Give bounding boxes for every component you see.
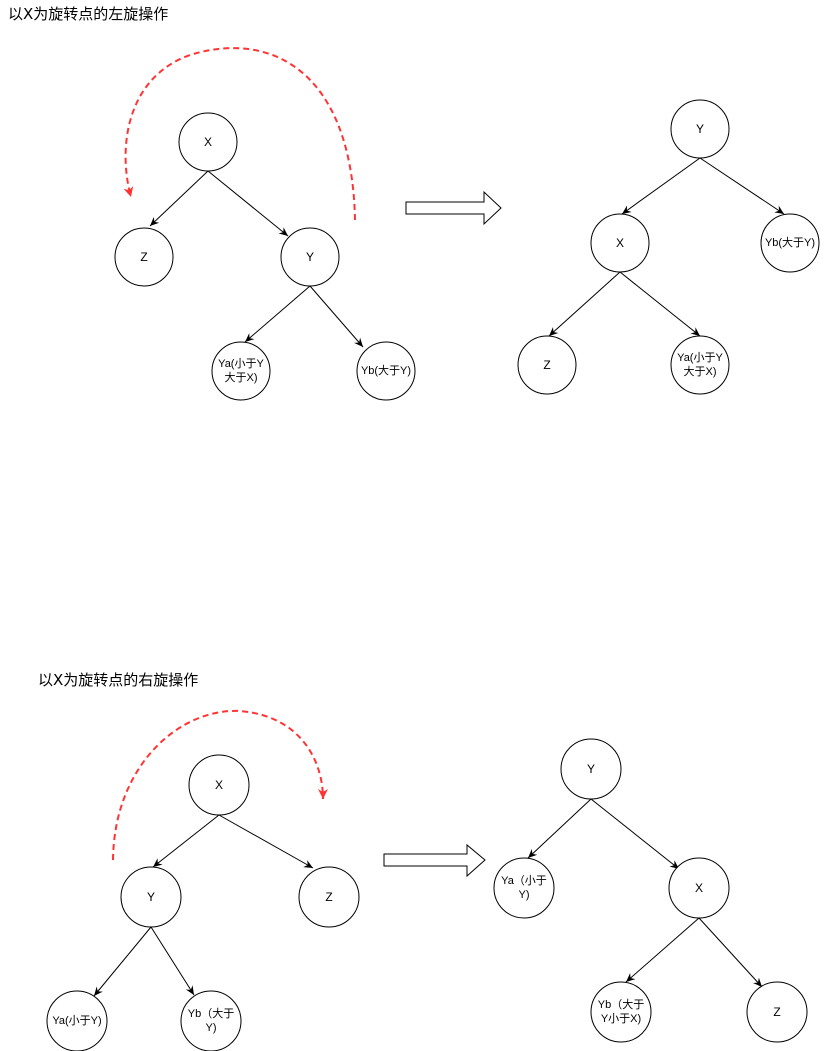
node-ya: Ya(小于Y 大于X) [211,341,271,401]
node-ya: Ya（小于 Y) [493,857,555,919]
node-x: X [188,754,250,816]
edge-x-to-z [698,917,763,988]
node-yb-label-line2: Y小于X) [601,1012,641,1025]
left-rotation-arc [123,47,356,221]
node-ya-label-line2: 大于X) [225,370,258,384]
right-rotation-section: 以X为旋转点的右旋操作 X Y Z Ya(小于Y) Yb（大于 Y) [38,671,808,1051]
node-ya-label-line2: 大于X) [684,364,717,378]
node-yb-label-line1: Yb（大于 [598,997,644,1011]
edge-x-to-y [207,170,289,237]
node-ya: Ya(小于Y 大于X) [670,335,730,395]
right-rotation-arc [112,709,328,861]
node-ya-label-line1: Ya(小于Y [677,351,723,364]
transform-arrow [405,190,502,226]
edge-y-to-yb [150,926,195,996]
node-x-label: X [215,778,223,792]
node-yb-label: Yb(大于Y) [765,235,815,249]
node-yb: Yb(大于Y) [356,341,416,401]
node-x: X [590,213,650,273]
node-ya-label-line1: Ya（小于 [501,874,547,887]
node-yb: Yb（大于 Y) [180,990,242,1051]
edge-x-to-yb [625,917,700,983]
node-z: Z [746,981,808,1043]
node-x-label: X [695,881,703,895]
node-ya-label: Ya(小于Y) [52,1014,101,1027]
edge-y-to-ya [527,798,592,859]
node-z: Z [298,866,360,928]
edge-x-to-ya [619,271,701,337]
node-y-label: Y [147,890,155,904]
node-y-label: Y [696,122,704,136]
node-ya: Ya(小于Y) [46,990,108,1051]
edge-y-to-x [590,798,680,870]
edge-x-to-y [152,814,220,868]
node-x-label: X [616,236,624,250]
node-x-label: X [204,135,212,149]
node-x: X [178,112,238,172]
edge-x-to-z [548,271,621,337]
node-yb: Yb(大于Y) [760,213,820,273]
edge-y-to-ya [93,926,152,997]
node-x: X [668,857,730,919]
node-ya-label-line2: Y) [519,889,530,901]
node-z-label: Z [140,250,147,264]
node-yb-label-line1: Yb（大于 [188,1006,234,1020]
edge-y-to-yb [309,285,364,348]
node-z-label: Z [543,358,550,372]
node-y: Y [120,866,182,928]
edge-y-to-ya [244,285,311,343]
node-y: Y [560,738,622,800]
node-yb: Yb（大于 Y小于X) [590,981,652,1043]
node-y-label: Y [587,762,595,776]
left-rotation-title: 以X为旋转点的左旋操作 [8,5,168,23]
edge-x-to-z [218,814,314,869]
node-ya-label-line1: Ya(小于Y [218,357,264,370]
left-rotation-section: 以X为旋转点的左旋操作 X Z Y Ya(小于Y 大于X) Yb(大于Y) [8,5,820,401]
node-z-label: Z [325,890,332,904]
node-z: Z [114,227,174,287]
edge-y-to-yb [699,157,785,215]
node-z-label: Z [773,1005,780,1019]
right-rotation-title: 以X为旋转点的右旋操作 [38,671,198,689]
node-y: Y [670,99,730,159]
edge-y-to-x [621,157,701,215]
node-yb-label: Yb(大于Y) [361,363,411,377]
node-y: Y [280,227,340,287]
node-y-label: Y [306,250,314,264]
edge-x-to-z [149,170,209,227]
transform-arrow [383,843,486,878]
node-yb-label-line2: Y) [206,1022,217,1034]
node-z: Z [517,335,577,395]
